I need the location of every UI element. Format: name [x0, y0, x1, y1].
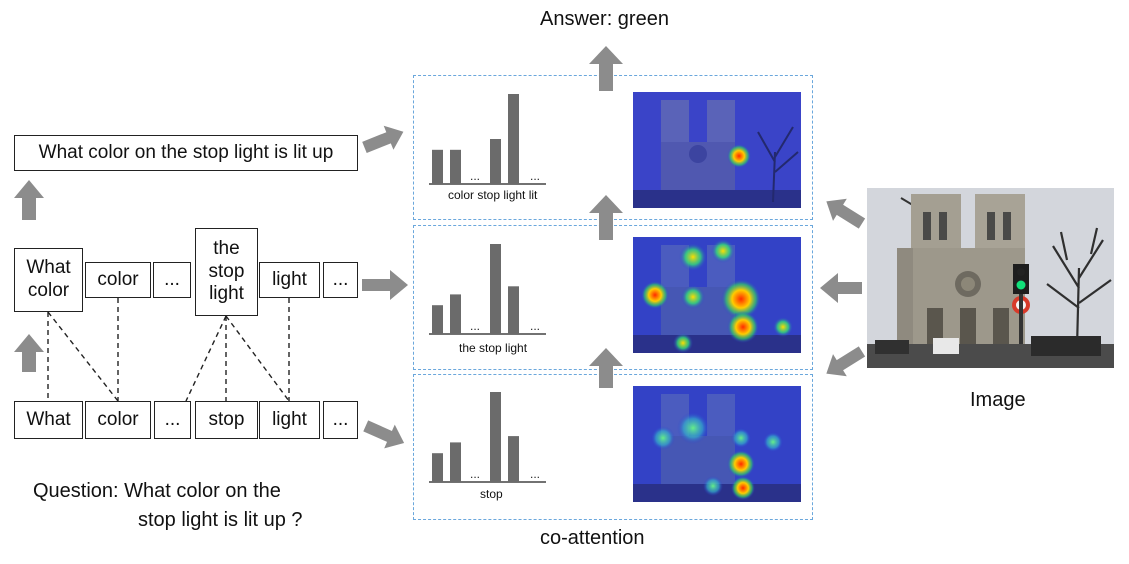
- word-box-what: What: [14, 401, 83, 439]
- phrase-text: What color: [26, 257, 71, 301]
- connector-thestoplight-ellipsis: [185, 315, 227, 402]
- question-line-2: stop light is lit up ?: [138, 509, 303, 531]
- arrow-up-panel-word-to-phrase: [589, 348, 623, 388]
- attention-bar: [490, 139, 501, 184]
- connector-whatcolor-color: [47, 311, 119, 402]
- bar-chart-phrase: ......: [429, 244, 546, 335]
- attention-bar: [508, 436, 519, 482]
- word-box-light: light: [259, 401, 320, 439]
- phrase-box-ellipsis: ...: [153, 262, 191, 298]
- attention-map-sentence: [633, 92, 801, 208]
- arrow-left-image-bottom: [826, 346, 866, 377]
- question-line-1: Question: What color on the: [33, 480, 281, 502]
- word-text: light: [272, 408, 307, 430]
- bar-ellipsis: ...: [470, 319, 480, 333]
- arrow-up-phrase-to-sentence: [14, 180, 44, 220]
- phrase-text: color: [97, 268, 139, 290]
- attention-bar: [432, 453, 443, 482]
- arrow-left-image-top: [826, 198, 866, 229]
- bar-caption-sentence: color stop light lit: [448, 188, 538, 202]
- bar-chart-word: ......: [429, 392, 546, 483]
- word-text: ...: [164, 408, 181, 430]
- arrow-right-phrase: [362, 270, 408, 300]
- word-text: color: [97, 408, 139, 430]
- connector-thestoplight-light: [225, 315, 290, 402]
- phrase-text: the stop light: [208, 237, 245, 305]
- phrase-box-ellipsis-2: ...: [323, 262, 358, 298]
- sentence-level-text: What color on the stop light is lit up: [38, 141, 334, 163]
- bar-caption-phrase: the stop light: [459, 341, 528, 355]
- phrase-box-light: light: [259, 262, 320, 298]
- word-box-color: color: [85, 401, 151, 439]
- bar-ellipsis: ...: [530, 169, 540, 183]
- bar-caption-word: stop: [480, 487, 503, 501]
- attention-bar: [450, 294, 461, 334]
- attention-map-phrase: [633, 237, 801, 353]
- attention-bar: [432, 149, 443, 184]
- answer-label: Answer: green: [540, 8, 669, 30]
- phrase-box-what-color: What color: [14, 248, 83, 312]
- attention-map-word: [633, 386, 801, 502]
- word-box-ellipsis: ...: [154, 401, 191, 439]
- attention-bar: [490, 244, 501, 334]
- attention-bar: [432, 305, 443, 334]
- word-box-stop: stop: [195, 401, 258, 439]
- bar-ellipsis: ...: [530, 319, 540, 333]
- word-text: What: [26, 408, 71, 430]
- phrase-box-the-stop-light: the stop light: [195, 228, 258, 316]
- phrase-connectors: [47, 298, 290, 402]
- attention-bar: [450, 149, 461, 184]
- bar-ellipsis: ...: [530, 467, 540, 481]
- coattention-label: co-attention: [540, 527, 645, 549]
- arrow-left-image-mid: [820, 273, 862, 303]
- bar-ellipsis: ...: [470, 467, 480, 481]
- phrase-text: light: [272, 268, 307, 290]
- image-label: Image: [970, 389, 1026, 411]
- phrase-text: ...: [332, 268, 349, 290]
- arrow-up-answer: [589, 46, 623, 91]
- sentence-level-box: What color on the stop light is lit up: [14, 135, 358, 171]
- attention-bar: [508, 94, 519, 184]
- attention-bar: [508, 286, 519, 334]
- word-text: ...: [332, 408, 349, 430]
- arrow-up-panel-phrase-to-sentence: [589, 195, 623, 240]
- bar-ellipsis: ...: [470, 169, 480, 183]
- attention-bar: [450, 442, 461, 482]
- bar-chart-sentence: ......: [429, 94, 546, 185]
- word-text: stop: [208, 408, 245, 430]
- arrow-right-word: [363, 420, 405, 449]
- arrow-up-word-to-phrase: [14, 334, 44, 372]
- word-box-ellipsis-2: ...: [323, 401, 358, 439]
- attention-bar: [490, 392, 501, 482]
- input-image-photo: [867, 188, 1114, 368]
- phrase-box-color: color: [85, 262, 151, 298]
- phrase-text: ...: [164, 268, 180, 290]
- arrow-right-sentence: [362, 125, 404, 154]
